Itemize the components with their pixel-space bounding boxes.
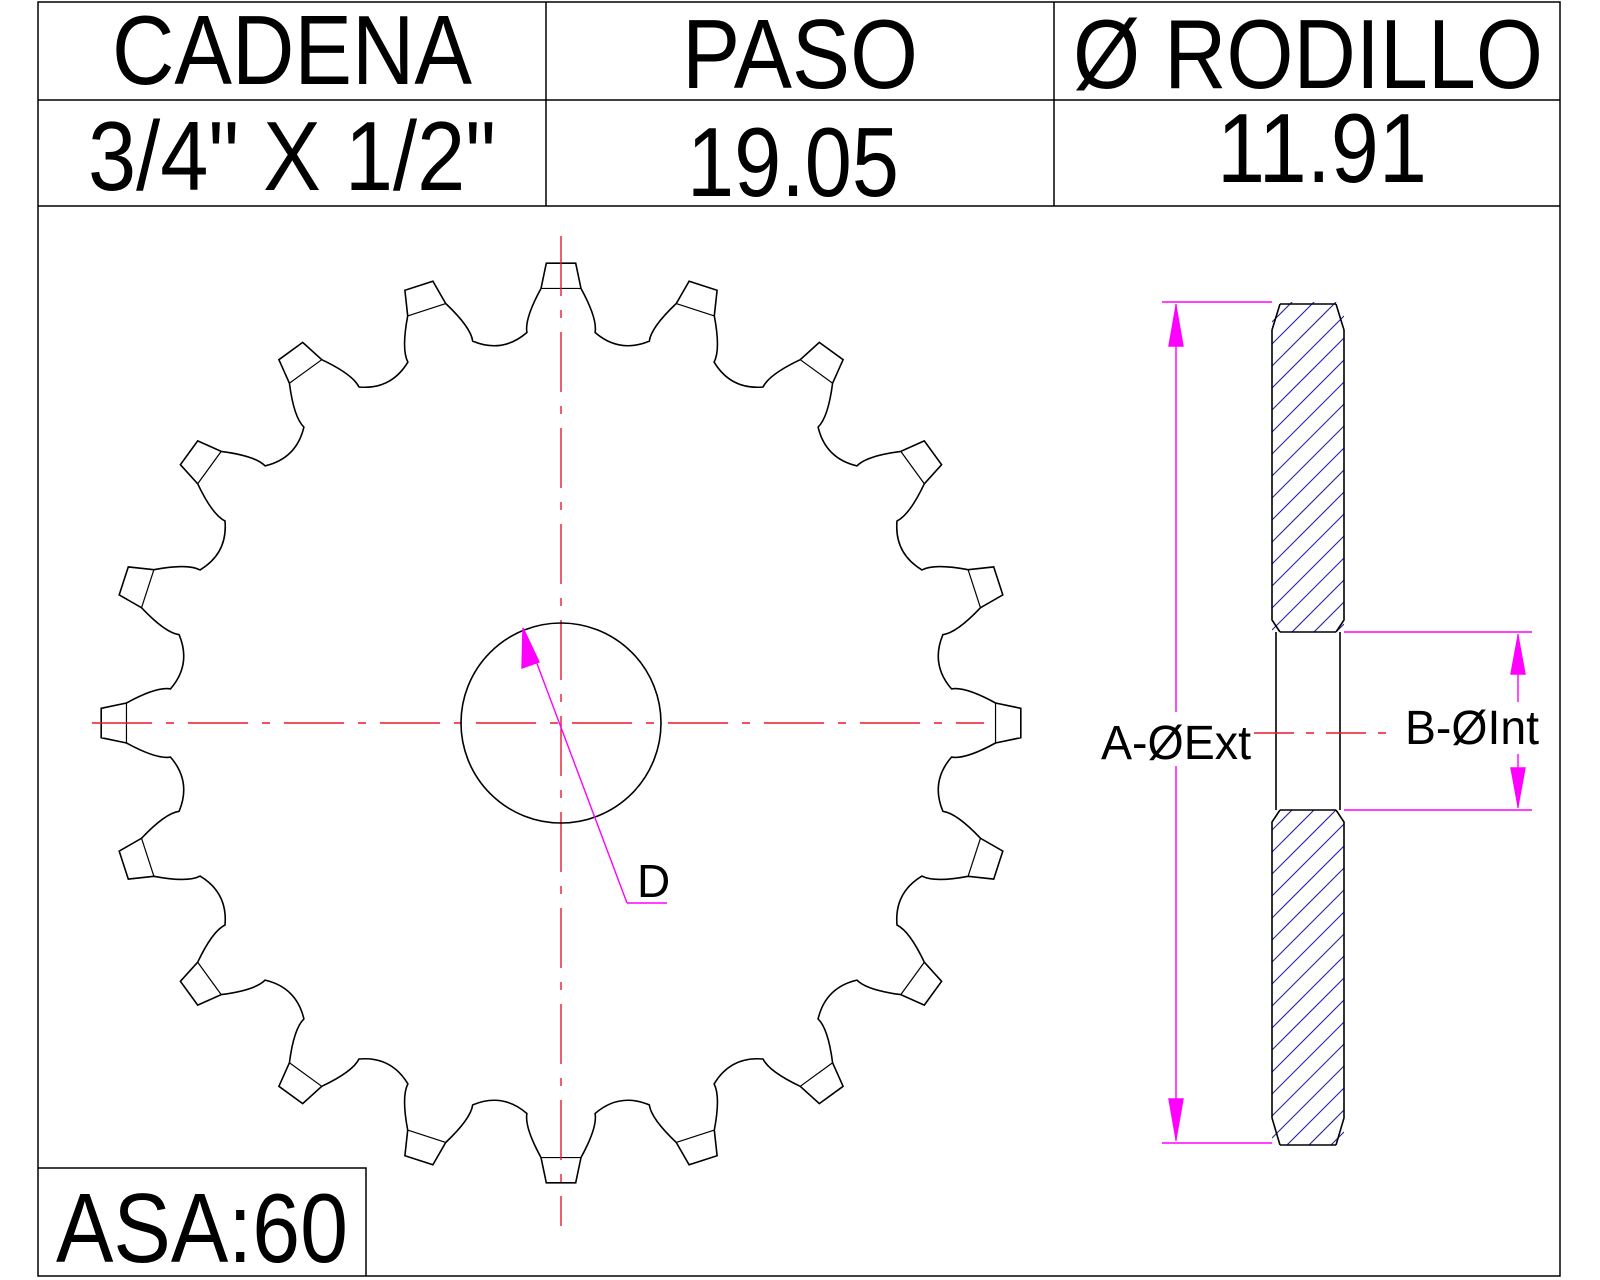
sprocket-side-view: A-ØExt B-ØInt: [1098, 228, 1540, 1226]
hatch-line: [1272, 1043, 1344, 1117]
hatch-line: [1272, 955, 1344, 1029]
tooth-chamfer-line: [289, 1062, 323, 1087]
hatch-line: [1272, 845, 1344, 919]
hatch-line: [1272, 557, 1344, 631]
hatch-line: [1272, 228, 1344, 300]
header-rodillo: Ø RODILLO: [1073, 0, 1543, 109]
hatch-line: [1272, 810, 1293, 831]
tooth-chamfer-line: [799, 1062, 833, 1087]
bore-circle: [460, 622, 662, 824]
bore-dimension: [521, 627, 667, 904]
hatch-line: [1272, 491, 1344, 565]
side-outline: [1271, 303, 1345, 1146]
header-table: [38, 2, 1560, 207]
bore-label: D: [637, 855, 670, 907]
tooth-chamfer-line: [799, 359, 833, 384]
hatch-line: [1272, 889, 1344, 963]
tooth-chamfer-line: [407, 1129, 446, 1144]
inner-diameter-label: B-ØInt: [1405, 702, 1539, 755]
hatch-upper: [1272, 228, 1344, 718]
hatch-line: [1272, 810, 1337, 875]
hatch-line: [1272, 302, 1337, 367]
drawing-frame: [37, 1, 1561, 1277]
hatch-line: [1330, 1131, 1344, 1145]
outer-diameter-label: A-ØExt: [1101, 717, 1251, 770]
hatch-line: [1272, 999, 1344, 1073]
header-cadena: CADENA: [112, 0, 473, 105]
hatch-line: [1272, 1065, 1344, 1139]
hatch-line: [1272, 810, 1315, 853]
sprocket-front-view: D: [92, 236, 1022, 1226]
hatch-line: [1272, 736, 1344, 808]
tooth-chamfer-line: [900, 451, 925, 485]
hatch-line: [1272, 302, 1315, 345]
hatch-line: [1272, 933, 1344, 1007]
hatch-line: [1272, 535, 1344, 609]
hatch-line: [1272, 977, 1344, 1051]
value-cadena: 3/4" X 1/2": [88, 101, 496, 211]
tooth-chamfer-line: [676, 302, 715, 317]
value-rodillo: 11.91: [1217, 93, 1427, 203]
hatch-line: [1272, 646, 1344, 718]
sprocket-outline: [100, 262, 1022, 1184]
hatch-line: [1272, 302, 1293, 323]
hatch-line: [1272, 469, 1344, 543]
hatch-line: [1272, 513, 1344, 587]
sprocket-teeth: [100, 262, 1022, 1184]
hatch-line: [1272, 359, 1344, 433]
hatch-line: [1308, 1109, 1344, 1145]
outer-label-mask: [1098, 712, 1254, 766]
hatch-line: [1272, 381, 1344, 455]
tooth-chamfer-line: [197, 961, 222, 995]
header-paso: PASO: [682, 0, 918, 109]
tooth-chamfer-line: [140, 838, 155, 877]
tooth-chamfer-line: [140, 569, 155, 608]
value-paso: 19.05: [687, 107, 899, 217]
inner-label-mask: [1404, 702, 1540, 754]
hatch-line: [1272, 425, 1344, 499]
hatch-line: [1272, 1021, 1344, 1095]
hatch-line: [1272, 1154, 1344, 1226]
hatch-line: [1272, 867, 1344, 941]
tooth-chamfer-line: [967, 569, 982, 608]
tooth-chamfer-line: [900, 961, 925, 995]
hatch-line: [1272, 911, 1344, 985]
hatch-line: [1272, 447, 1344, 521]
hatch-line: [1272, 337, 1344, 411]
tooth-chamfer-line: [197, 451, 222, 485]
hatch-line: [1313, 601, 1344, 632]
hatch-line: [1335, 623, 1344, 632]
hatch-lower: [1272, 736, 1344, 1226]
tooth-chamfer-line: [289, 359, 323, 384]
standard-box: [38, 1167, 367, 1276]
hatch-line: [1272, 315, 1344, 389]
tooth-chamfer-line: [676, 1129, 715, 1144]
hatch-line: [1272, 403, 1344, 477]
tooth-chamfer-line: [967, 838, 982, 877]
standard-label: ASA:60: [56, 1173, 348, 1280]
hatch-line: [1286, 1087, 1344, 1145]
tooth-chamfer-line: [407, 302, 446, 317]
hatch-line: [1272, 823, 1344, 897]
hatch-line: [1291, 579, 1344, 632]
